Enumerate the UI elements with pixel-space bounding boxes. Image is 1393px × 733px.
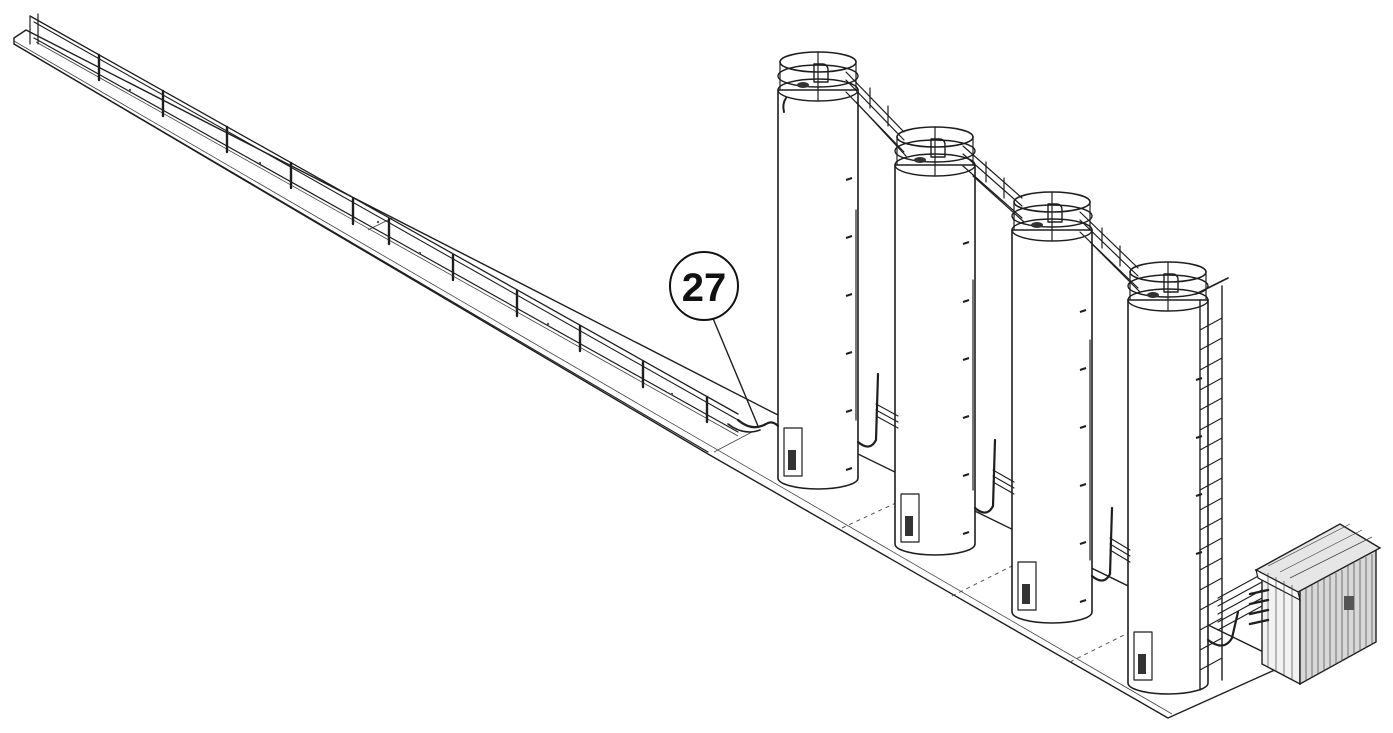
- walkway-bridges: [845, 71, 1141, 293]
- callout-number: 27: [682, 266, 727, 310]
- long-railing: [29, 13, 739, 437]
- silo-2: [894, 126, 997, 556]
- ladder: [1195, 277, 1229, 691]
- callout-circle: [669, 251, 739, 321]
- slab-dividers: [841, 501, 1131, 663]
- electrical-shed: [1248, 523, 1382, 686]
- silo-1: [777, 51, 880, 490]
- conduits: [727, 403, 1263, 647]
- ground-slab: [13, 29, 1289, 719]
- callout-27: 27: [669, 251, 759, 427]
- silo-4: [1127, 261, 1209, 695]
- silo-3: [1011, 191, 1114, 624]
